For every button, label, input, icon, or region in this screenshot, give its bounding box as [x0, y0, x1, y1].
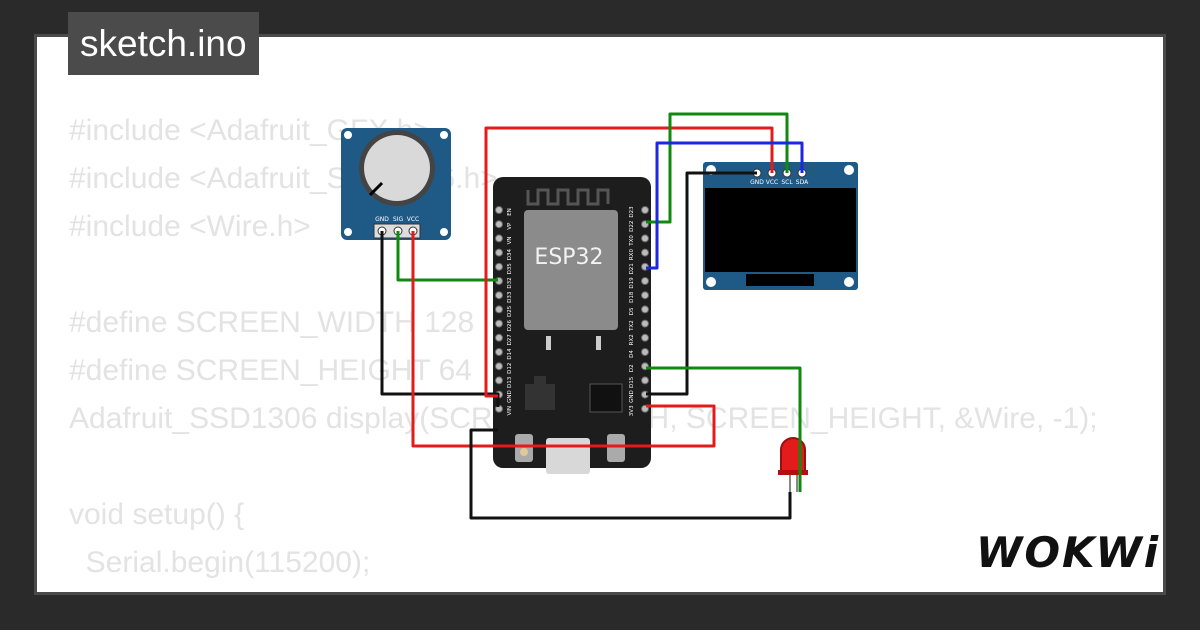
esp32-pin-hole[interactable] [495, 291, 503, 300]
esp32-label: ESP32 [534, 245, 603, 270]
esp32-pin-label: D25 [507, 305, 513, 317]
esp32-pin-hole[interactable] [495, 206, 503, 214]
pot-pin-label: VCC [407, 216, 419, 223]
esp32-pin-hole[interactable] [641, 333, 649, 342]
wires [380, 112, 804, 520]
oled-pin-label: GND [750, 179, 764, 186]
code-line: void setup() { [69, 498, 245, 531]
usb-port [546, 438, 590, 474]
esp32-pin-label: D33 [507, 291, 513, 303]
esp32-board[interactable]: ESP32 ENVPVND34D35D32D33D25D26D27D14D12D… [493, 177, 651, 474]
wire-oled-scl [646, 112, 789, 224]
esp32-pin-hole[interactable] [641, 234, 649, 243]
esp32-pin-label: D18 [629, 291, 635, 303]
esp32-pin-label: EN [507, 208, 513, 216]
pot-pin-label: SIG [393, 216, 404, 223]
esp32-pin-hole[interactable] [495, 348, 503, 356]
esp32-pin-label: D4 [629, 350, 635, 358]
esp32-pin-hole[interactable] [495, 305, 503, 314]
esp32-pin-hole[interactable] [495, 262, 503, 271]
esp32-pin-label: D27 [507, 334, 513, 346]
esp32-pin-hole[interactable] [641, 277, 649, 285]
pot-pin-label: GND [375, 216, 389, 223]
esp32-pin-label: D34 [507, 248, 513, 260]
esp32-pin-label: VIN [507, 406, 513, 416]
esp32-pin-hole[interactable] [641, 319, 649, 328]
esp32-pin-hole[interactable] [495, 362, 503, 371]
wire-oled-sda [646, 141, 804, 270]
esp32-pin-label: RX2 [629, 334, 635, 345]
esp32-pin-label: D21 [629, 263, 635, 274]
esp32-pin-label: GND [507, 390, 513, 403]
wire-led-cathode [469, 428, 792, 520]
wire-pot-vcc [411, 231, 716, 448]
esp32-pin-label: D13 [507, 376, 513, 388]
esp32-pin-label: D22 [629, 221, 635, 232]
esp32-pin-label: D26 [507, 319, 513, 331]
esp32-pin-hole[interactable] [495, 319, 503, 328]
esp32-pin-label: D14 [507, 348, 513, 360]
red-led[interactable] [778, 437, 808, 492]
code-line: Serial.begin(115200); [69, 546, 371, 579]
wire-pot-sig [396, 231, 498, 282]
code-line: #include <Wire.h> [69, 210, 311, 243]
wire-pot-gnd [380, 231, 500, 407]
esp32-pin-hole[interactable] [641, 376, 649, 385]
wokwi-logo: WOKWi [976, 528, 1161, 577]
esp32-pin-label: GND [629, 390, 635, 403]
oled-pin-label: SCL [781, 179, 793, 186]
file-tab[interactable]: sketch.ino [68, 12, 259, 75]
wire-led-anode [646, 366, 802, 492]
esp32-pin-label: D35 [507, 263, 513, 275]
esp32-pin-label: D23 [629, 206, 635, 218]
esp32-pin-label: RX0 [629, 249, 635, 261]
esp32-pin-label: TX2 [629, 320, 635, 332]
esp32-pin-label: D5 [629, 307, 635, 315]
esp32-pin-label: D19 [629, 277, 635, 289]
knob-indicator [368, 181, 384, 197]
esp32-pin-hole[interactable] [641, 348, 649, 356]
esp32-pin-label: VP [507, 222, 513, 230]
oled-pin-label: VCC [766, 179, 778, 186]
esp32-pin-label: D12 [507, 363, 513, 374]
esp32-pin-hole[interactable] [641, 248, 649, 257]
esp32-pin-hole[interactable] [495, 248, 503, 257]
esp32-module [524, 210, 618, 330]
oled-pin-label: SDA [796, 179, 809, 186]
esp32-pin-label: 3V3 [629, 405, 635, 416]
esp32-pin-label: D2 [629, 364, 635, 372]
oled-screen [705, 188, 856, 272]
esp32-pin-label: D32 [507, 277, 513, 288]
esp32-pin-hole[interactable] [495, 220, 503, 229]
code-line: #define SCREEN_WIDTH 128 [69, 306, 475, 339]
code-line: #define SCREEN_HEIGHT 64 [69, 354, 472, 387]
esp32-pin-hole[interactable] [495, 234, 503, 243]
esp32-pin-hole[interactable] [495, 333, 503, 342]
esp32-pin-hole[interactable] [495, 376, 503, 385]
esp32-pin-hole[interactable] [641, 206, 649, 214]
esp32-pin-hole[interactable] [641, 305, 649, 314]
wire-oled-gnd [646, 171, 757, 396]
esp32-pin-label: D15 [629, 376, 635, 388]
esp32-pin-hole[interactable] [641, 291, 649, 300]
esp32-pin-label: TX0 [629, 235, 635, 247]
esp32-pin-label: VN [507, 236, 513, 244]
